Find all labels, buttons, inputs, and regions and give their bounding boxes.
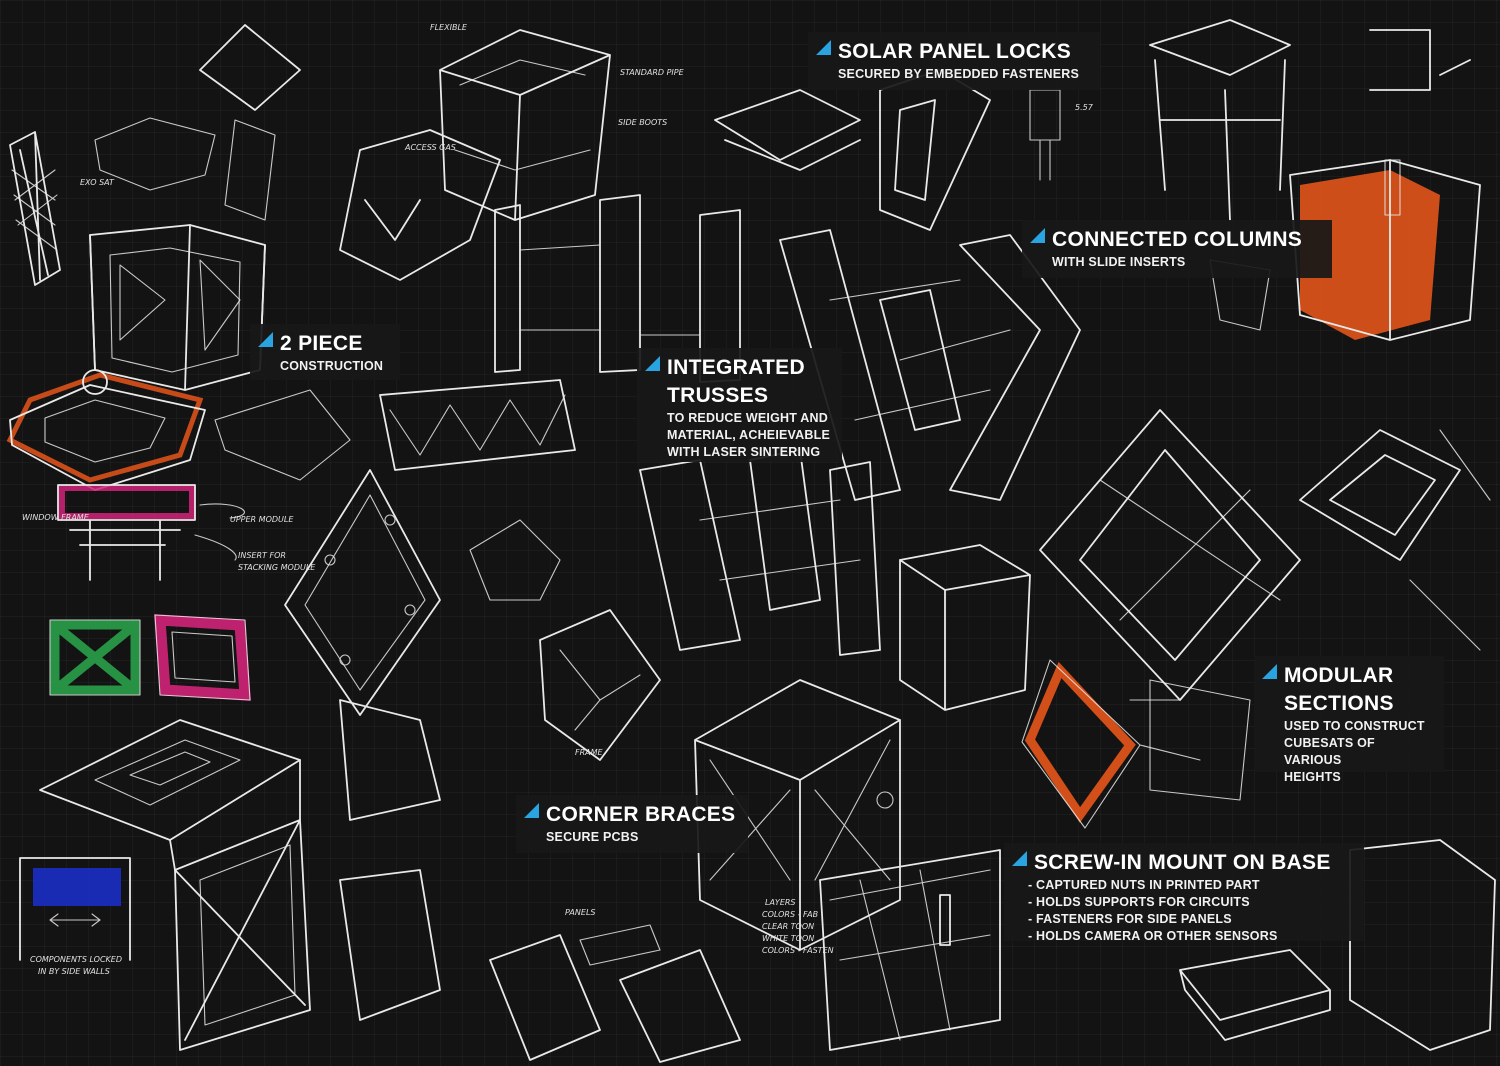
callout-line: SECURED BY EMBEDDED FASTENERS bbox=[838, 67, 1080, 81]
note-layers: LAYERS bbox=[765, 898, 796, 907]
callout-title: CONNECTED COLUMNS bbox=[1052, 228, 1303, 251]
callout-line: CONSTRUCTION bbox=[280, 359, 384, 373]
callout-modular-sections: MODULAR SECTIONS USED TO CONSTRUCT CUBES… bbox=[1254, 656, 1444, 784]
callout-line: CUBESATS OF VARIOUS bbox=[1284, 736, 1375, 767]
callout-title: SOLAR PANEL LOCKS bbox=[838, 40, 1072, 63]
callout-integrated-trusses: INTEGRATED TRUSSES TO REDUCE WEIGHT AND … bbox=[637, 348, 842, 462]
note-insert-for: INSERT FOR bbox=[238, 551, 286, 560]
callout-title-line: MODULAR bbox=[1284, 664, 1394, 687]
callout-line: SECURE PCBS bbox=[546, 830, 639, 844]
right-side-cube-sketch bbox=[899, 544, 1031, 711]
note-colors-fab: COLORS - FAB bbox=[762, 910, 818, 919]
callout-marker-icon bbox=[258, 332, 273, 347]
note-colors-fasten: COLORS - FASTEN bbox=[762, 946, 834, 955]
callout-title-line: INTEGRATED bbox=[667, 356, 805, 379]
note-frame: FRAME bbox=[575, 748, 604, 757]
note-white-toon: WHITE TOON bbox=[762, 934, 814, 943]
callout-line: HEIGHTS bbox=[1284, 770, 1341, 784]
callout-line: MATERIAL, ACHEIEVABLE bbox=[667, 428, 830, 442]
callout-connected-columns: CONNECTED COLUMNS WITH SLIDE INSERTS bbox=[1022, 220, 1332, 278]
column-frame-sketch bbox=[494, 89, 861, 383]
callout-title-line: SECTIONS bbox=[1284, 692, 1394, 715]
note-panels: PANELS bbox=[565, 908, 595, 917]
callout-line: WITH LASER SINTERING bbox=[667, 445, 821, 459]
callout-title-line: TRUSSES bbox=[667, 384, 769, 407]
note-by-side-walls: IN BY SIDE WALLS bbox=[38, 967, 110, 976]
note-access-gas: ACCESS GAS bbox=[404, 143, 456, 152]
callout-marker-icon bbox=[645, 356, 660, 371]
note-window-frame: WINDOW FRAME bbox=[22, 513, 90, 522]
callout-line: - HOLDS SUPPORTS FOR CIRCUITS bbox=[1028, 895, 1250, 909]
callout-line: TO REDUCE WEIGHT AND bbox=[667, 411, 828, 425]
callout-line: - CAPTURED NUTS IN PRINTED PART bbox=[1028, 878, 1260, 892]
center-cube-sketch bbox=[694, 679, 901, 951]
callout-screw-in-mount: SCREW-IN MOUNT ON BASE - CAPTURED NUTS I… bbox=[1004, 843, 1364, 943]
callout-title: 2 PIECE bbox=[280, 332, 363, 355]
note-side-boots: SIDE BOOTS bbox=[618, 118, 667, 127]
callout-line: USED TO CONSTRUCT bbox=[1284, 719, 1425, 733]
solar-panel-lock-sketch: 5.57 bbox=[879, 69, 1094, 231]
note-components-locked: COMPONENTS LOCKED bbox=[30, 955, 122, 964]
callout-marker-icon bbox=[1262, 664, 1277, 679]
note-clear-toon: CLEAR TOON bbox=[762, 922, 814, 931]
connected-columns-sketch bbox=[1149, 19, 1481, 341]
bottom-left-cube-sketch bbox=[39, 719, 311, 1051]
callout-line: - FASTENERS FOR SIDE PANELS bbox=[1028, 912, 1232, 926]
upper-module-sketch: UPPER MODULE INSERT FOR STACKING MODULE … bbox=[22, 178, 316, 581]
callout-solar-panel-locks: SOLAR PANEL LOCKS SECURED BY EMBEDDED FA… bbox=[808, 32, 1100, 90]
callout-line: WITH SLIDE INSERTS bbox=[1052, 255, 1186, 269]
modular-frame-sketch bbox=[1039, 409, 1491, 701]
two-piece-base-sketch bbox=[6, 369, 351, 491]
side-wall-panel-sketch: COMPONENTS LOCKED IN BY SIDE WALLS bbox=[19, 857, 131, 976]
diamond-plate-sketch bbox=[284, 469, 561, 716]
note-exo-sat: EXO SAT bbox=[80, 178, 115, 187]
callout-corner-braces: CORNER BRACES SECURE PCBS bbox=[516, 795, 748, 853]
modular-orange-diamond-sketch bbox=[1021, 659, 1251, 829]
callout-marker-icon bbox=[816, 40, 831, 55]
note-standard-pipe: STANDARD PIPE bbox=[620, 68, 685, 77]
callout-title: SCREW-IN MOUNT ON BASE bbox=[1034, 851, 1331, 874]
callout-two-piece: 2 PIECE CONSTRUCTION bbox=[250, 324, 400, 380]
note-stacking-module: STACKING MODULE bbox=[238, 563, 316, 572]
corner-brace-sketch: FRAME PANELS bbox=[539, 609, 661, 917]
callout-marker-icon bbox=[524, 803, 539, 818]
callout-marker-icon bbox=[1030, 228, 1045, 243]
panels-sketch bbox=[339, 699, 741, 1063]
truss-beam-sketch bbox=[379, 379, 576, 471]
note-upper-module: UPPER MODULE bbox=[230, 515, 294, 524]
note-flexible: FLEXIBLE bbox=[430, 23, 468, 32]
callout-line: - HOLDS CAMERA OR OTHER SENSORS bbox=[1028, 929, 1278, 943]
note-dimension: 5.57 bbox=[1075, 103, 1094, 112]
screw-in-base-sketch: LAYERS COLORS - FAB CLEAR TOON WHITE TOO… bbox=[762, 839, 1496, 1051]
callout-title: CORNER BRACES bbox=[546, 803, 736, 826]
enclosure-top-sketch: FLEXIBLE STANDARD PIPE SIDE BOOTS ACCESS… bbox=[339, 23, 685, 281]
callout-marker-icon bbox=[1012, 851, 1027, 866]
color-brackets-sketch bbox=[49, 614, 251, 701]
